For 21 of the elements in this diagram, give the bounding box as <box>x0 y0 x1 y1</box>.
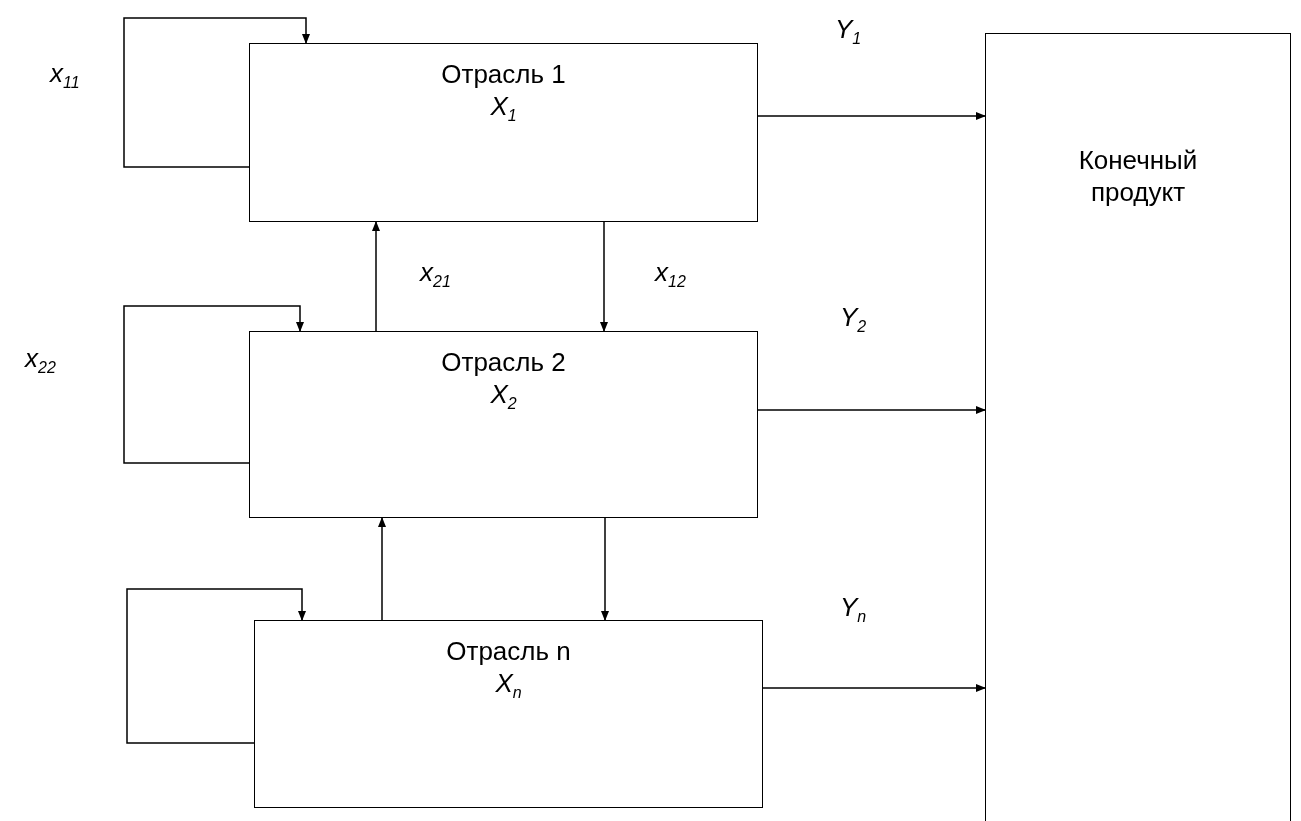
industry-name: Отрасль 2 <box>440 346 567 378</box>
loop-arrow <box>123 17 310 168</box>
arrow <box>757 406 986 414</box>
arrow <box>757 112 986 120</box>
output-symbol: X$_{n}$ <box>494 667 523 704</box>
arrow <box>600 221 608 332</box>
industry-box <box>249 331 758 518</box>
output-symbol: X$_{2}$ <box>489 378 518 415</box>
arrow <box>762 684 986 692</box>
industry-box <box>249 43 758 222</box>
industry-name: Отрасль 1 <box>440 58 567 90</box>
loop-arrow <box>126 588 306 744</box>
final-product-box <box>985 33 1291 821</box>
industry-name: Отрасль n <box>445 635 572 667</box>
output-symbol: X$_{1}$ <box>489 90 518 127</box>
loop-arrow <box>123 305 304 464</box>
arrow <box>372 221 380 332</box>
industry-box <box>254 620 763 808</box>
arrow <box>601 517 609 621</box>
industry-name: Конечный продукт <box>1077 144 1199 208</box>
arrow <box>378 517 386 621</box>
